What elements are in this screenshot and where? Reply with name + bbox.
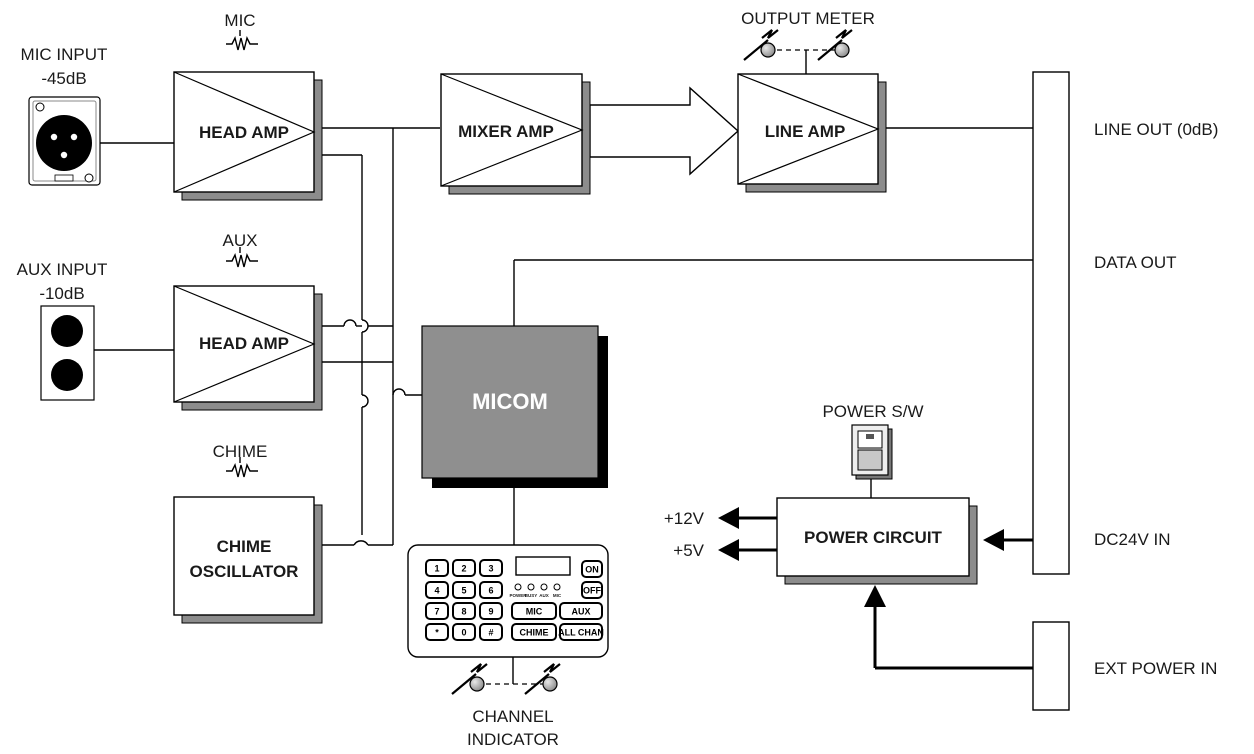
chime-oscillator-block (173, 496, 323, 624)
keypad-key-2[interactable]: 2 (452, 559, 476, 577)
aux-pot-label: AUX (223, 231, 258, 250)
indicator-label-4: MIC (553, 593, 562, 598)
indicator-label-2: BUSY (525, 593, 538, 598)
ext-power-connector (1032, 621, 1070, 711)
keypad-key-2-label: 2 (461, 564, 466, 574)
indicator-label-3: AUX (539, 593, 549, 598)
head-amp-mic-label: HEAD AMP (199, 123, 289, 142)
mixer-to-line-arrow (589, 86, 740, 176)
output-bus-bar (1032, 71, 1070, 575)
micom-label: MICOM (472, 389, 548, 414)
keypad-indicators (514, 583, 561, 591)
keypad-mic-button[interactable]: MIC (511, 602, 557, 620)
mixer-amp-label: MIXER AMP (458, 122, 554, 141)
keypad-key-9-label: 9 (488, 607, 493, 617)
keypad-off-button[interactable]: OFF (581, 581, 603, 599)
keypad-key-7[interactable]: 7 (425, 602, 449, 620)
power-switch-label: POWER S/W (822, 402, 923, 421)
channel-indicator-led-right-icon (524, 663, 561, 695)
line-out-label: LINE OUT (0dB) (1094, 120, 1218, 139)
keypad-key-5[interactable]: 5 (452, 581, 476, 599)
keypad-key-4-label: 4 (434, 586, 439, 596)
keypad-all-chan-button[interactable]: ALL CHAN (558, 623, 604, 641)
ext-power-in-label: EXT POWER IN (1094, 659, 1217, 678)
keypad-key-9[interactable]: 9 (479, 602, 503, 620)
keypad-key-3-label: 3 (488, 564, 493, 574)
mic-input-level: -45dB (41, 69, 86, 88)
power-circuit-label: POWER CIRCUIT (804, 528, 943, 547)
chime-oscillator-label-1: CHIME (217, 537, 272, 556)
keypad-key-11-label: 0 (461, 628, 466, 638)
data-out-label: DATA OUT (1094, 253, 1177, 272)
aux-input-level: -10dB (39, 284, 84, 303)
mic-pot-label: MIC (224, 11, 255, 30)
head-amp-aux-label: HEAD AMP (199, 334, 289, 353)
keypad-key-3[interactable]: 3 (479, 559, 503, 577)
mic-pot-icon (226, 30, 258, 51)
keypad-key-12[interactable]: # (479, 623, 503, 641)
keypad-key-4[interactable]: 4 (425, 581, 449, 599)
keypad-key-1-label: 1 (434, 564, 439, 574)
keypad-aux-button[interactable]: AUX (559, 602, 603, 620)
power-switch-icon (851, 424, 893, 480)
plus5v-label: +5V (673, 541, 704, 560)
power-circuit-block (776, 497, 978, 585)
keypad-mic-button-label: MIC (526, 607, 543, 617)
aux-input-connector (40, 305, 95, 401)
channel-indicator-label-2: INDICATOR (467, 730, 559, 749)
output-meter-led-right-icon (817, 29, 853, 61)
keypad-key-1[interactable]: 1 (425, 559, 449, 577)
keypad-chime-button[interactable]: CHIME (511, 623, 557, 641)
mic-input-connector (28, 96, 101, 186)
keypad-key-5-label: 5 (461, 586, 466, 596)
keypad-on-button-label: ON (585, 565, 599, 575)
aux-pot-icon (226, 247, 258, 268)
head-amp-mic-block (173, 71, 323, 201)
keypad-off-button-label: OFF (583, 586, 601, 596)
keypad-key-10[interactable]: * (425, 623, 449, 641)
keypad-key-11[interactable]: 0 (452, 623, 476, 641)
aux-input-label: AUX INPUT (17, 260, 108, 279)
keypad-key-7-label: 7 (434, 607, 439, 617)
keypad-key-8-label: 8 (461, 607, 466, 617)
output-meter-label: OUTPUT METER (741, 9, 875, 28)
channel-indicator-label-1: CHANNEL (472, 707, 553, 726)
keypad-all-chan-button-label: ALL CHAN (558, 628, 604, 638)
chime-pot-label: CHIME (213, 442, 268, 461)
output-meter-led-left-icon (743, 29, 779, 61)
keypad-key-12-label: # (488, 628, 493, 638)
keypad-key-6-label: 6 (488, 586, 493, 596)
keypad-chime-button-label: CHIME (520, 628, 549, 638)
line-amp-label: LINE AMP (765, 122, 846, 141)
head-amp-aux-block (173, 285, 323, 411)
keypad-on-button[interactable]: ON (581, 560, 603, 578)
signal-wires (94, 49, 1033, 685)
mic-input-label: MIC INPUT (21, 45, 108, 64)
chime-oscillator-label-2: OSCILLATOR (190, 562, 299, 581)
keypad-aux-button-label: AUX (571, 607, 590, 617)
micom-block (421, 325, 608, 488)
chime-pot-icon (226, 457, 258, 478)
keypad-key-10-label: * (435, 628, 439, 638)
channel-indicator-led-left-icon (451, 663, 488, 695)
mixer-amp-block (440, 73, 591, 195)
indicator-label-1: POWER (509, 593, 527, 598)
keypad-key-6[interactable]: 6 (479, 581, 503, 599)
keypad-key-8[interactable]: 8 (452, 602, 476, 620)
dc24v-in-label: DC24V IN (1094, 530, 1171, 549)
line-amp-block (737, 73, 887, 193)
plus12v-label: +12V (664, 509, 705, 528)
